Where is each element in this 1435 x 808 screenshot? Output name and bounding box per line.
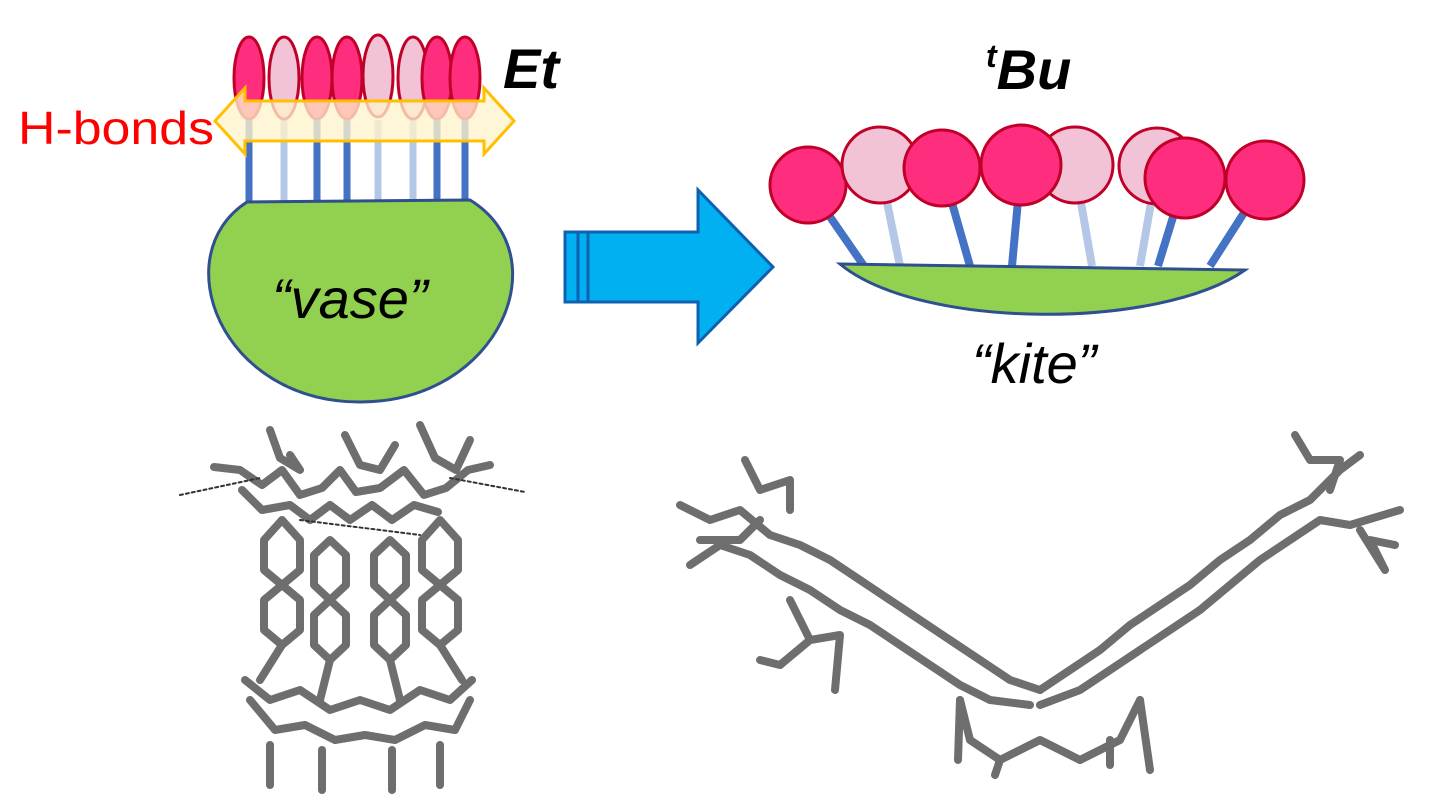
et-label: Et [503, 37, 561, 100]
vase-label: “vase” [272, 267, 430, 330]
tbu-label: tBu [986, 38, 1071, 101]
vase-cartoon: H-bonds Et “vase” [18, 33, 561, 404]
vase-balls [232, 33, 482, 121]
kite-label: “kite” [972, 332, 1099, 395]
right-arrow-icon [563, 186, 776, 347]
kite-molecule-structure [676, 431, 1404, 779]
vase-molecule-structure [179, 421, 526, 794]
kite-body [835, 262, 1250, 316]
kite-cartoon: tBu “kite” [768, 38, 1306, 395]
vase-body [207, 198, 515, 404]
double-headed-arrow-icon [212, 84, 517, 158]
kite-balls [768, 123, 1306, 225]
hbonds-label: H-bonds [18, 102, 214, 154]
